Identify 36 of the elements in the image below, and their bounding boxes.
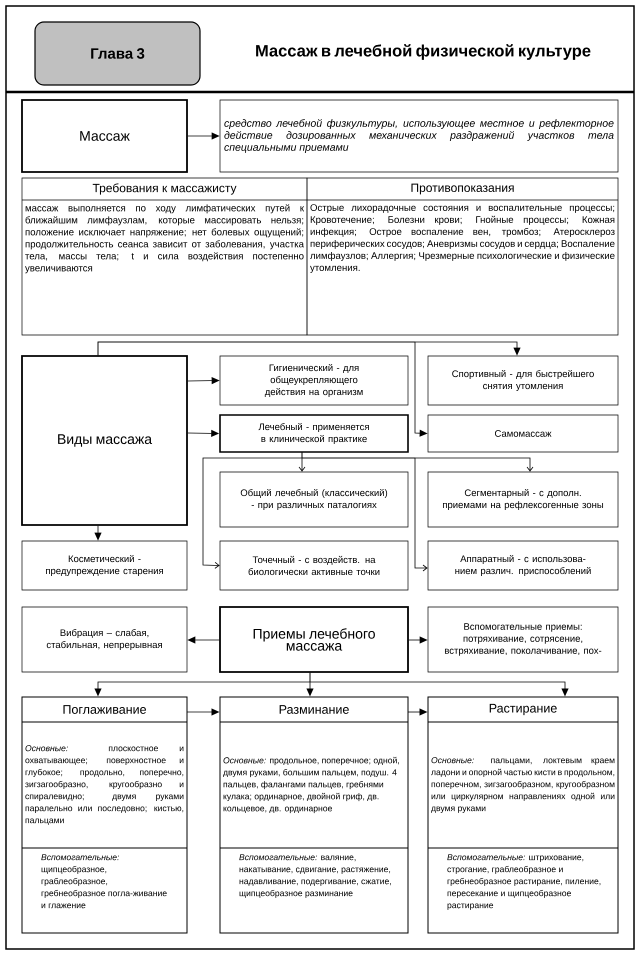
body-text: Вспомогательные: штрихование, строгание, граблеобразное и гребнеобразное растирание, пиление, пересекание и щипцеобразное растирание [447, 854, 600, 910]
process-box: Точечный - с воздейств. на биологически активные точки [220, 540, 408, 590]
definition-box: средство лечебной физкультуры, использующее местное и рефлекторное действие дозированных механических раздражений участков тела специальными приемами [220, 100, 618, 172]
technique-card [22, 696, 188, 934]
process-box: Косметический - предупреждение старения [22, 540, 188, 590]
table-column [22, 178, 308, 336]
column-heading: Растирание [490, 704, 557, 716]
process-box: Аппаратный - с использова-нием различ. приспособлений [428, 540, 618, 590]
table-column [306, 178, 618, 336]
title: Массаж в лечебной физической культуре [256, 44, 590, 60]
process-box: Приемы лечебного массажа [219, 606, 409, 673]
process-box: Вспомогательные приемы: потряхивание, сотрясение, встряхивание, поколачивание, пох- [428, 606, 618, 672]
arrow [302, 452, 428, 572]
body-text: Острые лихорадочные состояния и воспалительные процессы; Кровотечение; Болезни крови; Гнойные процессы; Кожная инфекция; Острое воспаление вен, тромбоз; Атеросклероз периферических сосудов; Аневризмы сосудов и сердца; Воспаление лимфаузлов; Аллергия; Чрезмерные психологические и физические утомления. [310, 204, 615, 273]
process-box: Лечебный - применяется в клинической практике [219, 414, 409, 453]
process-box: Массаж [21, 99, 188, 173]
body-text: Основные: плоскостное и охватывающее; поверхностное и глубокое; продольно, поперечно, зигзагообразно, кругообразно и спиралевидно; двумя руками паралельно или последовно; кистью, пальцами [25, 745, 184, 825]
process-box: Самомассаж [428, 414, 618, 452]
process-box: Общий лечебный (классический) - при различных паталогиях [220, 472, 408, 528]
technique-card [220, 696, 408, 934]
process-box: Спортивный - для быстрейшего снятия утомления [428, 356, 618, 406]
process-box: Вибрация – слабая, стабильная, непрерывная [22, 606, 188, 672]
body-text: Основные: пальцами, локтевым краем ладони и опорной частью кисти в продольном, поперечном, зигзагообразном, кругообразном или циркулярном направлениях одной или двумя руками [431, 757, 614, 813]
body-text: Вспомогательные: валяние, накатывание, сдвигание, растяжение, надавливание, подергивание, сжатие, щипцеобразное разминание [239, 854, 391, 898]
column-heading: Разминание [280, 705, 349, 714]
process-box: Гигиенический - для общеукрепляющего действия на организм [220, 356, 408, 406]
column-heading: Противопоказания [411, 184, 514, 194]
body-text: Основные: продольное, поперечное; одной, двумя руками, большим пальцем, подуш. 4 пальцев, фалангами пальцев, гребнями кулака; ординарное, двойной гриф, дв. кольцевое, дв. ординарное [223, 756, 399, 814]
chapter-box: Глава 3 [34, 21, 201, 86]
column-heading: Требования к массажисту [92, 183, 236, 195]
body-text: массаж выполняется по ходу лимфатических путей к ближайшим лимфаузлам, которые массировать нельзя; положение исключает напряжение; нет болевых ощущений; продолжительность сеанса зависит от заболевания, участка тела, массы тела; t и сила воздействия постепенно увеличиваются [25, 204, 304, 274]
process-box: Сегментарный - с дополн. приемами на рефлексогенные зоны [428, 472, 618, 528]
body-text: Вспомогательные: щипцеобразное, граблеобразное, гребнеобразное погла-живание и глажение [41, 854, 167, 908]
technique-card [428, 696, 618, 934]
process-box: Виды массажа [21, 355, 188, 526]
column-heading: Поглаживание [63, 705, 146, 714]
